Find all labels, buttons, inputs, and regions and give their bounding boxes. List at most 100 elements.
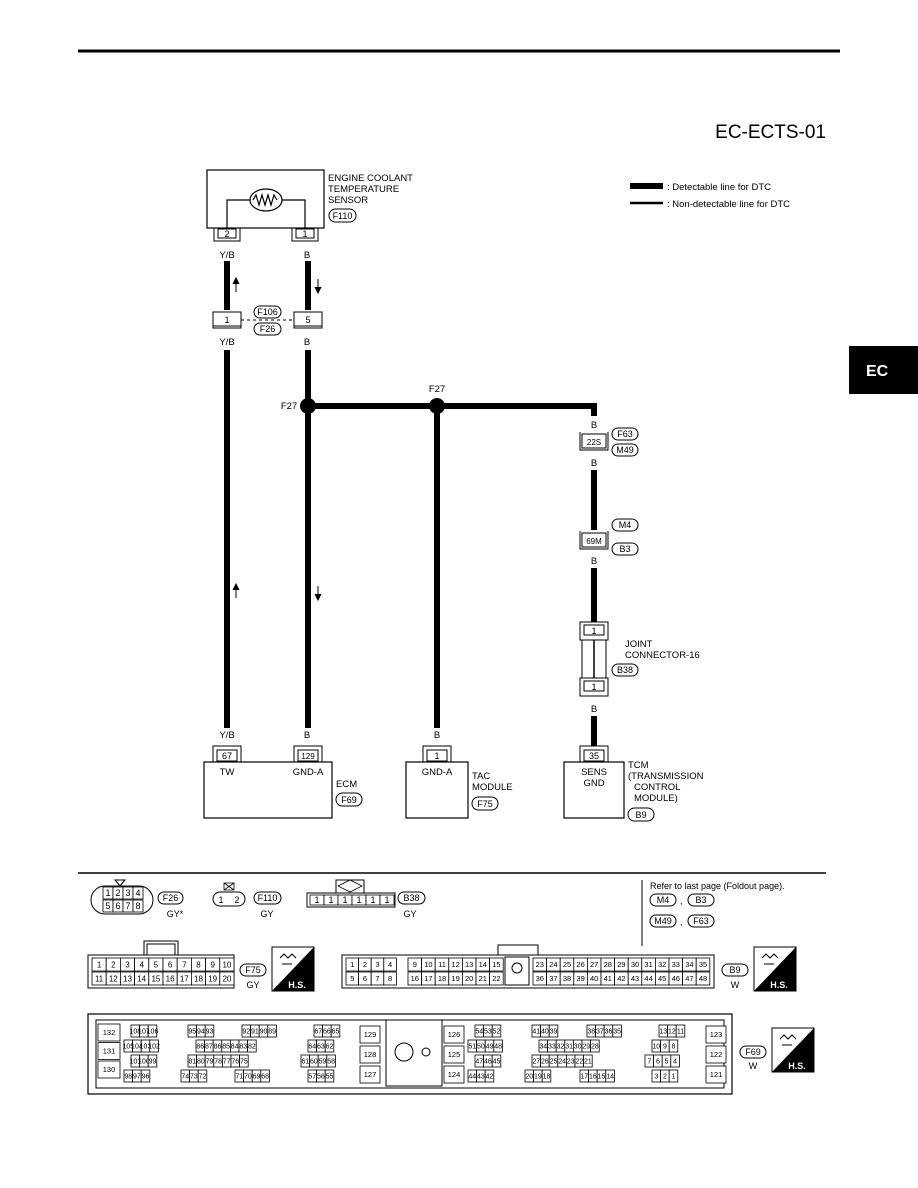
connector-pin-label: 44 xyxy=(468,1074,476,1081)
connector-pin-label: 79 xyxy=(206,1059,214,1066)
connector-pin-label: 81 xyxy=(188,1059,196,1066)
connector-tag-m49[interactable]: M49 xyxy=(611,443,639,457)
connector-pin-label: 1 xyxy=(356,895,361,905)
connector-pin-label: 40 xyxy=(541,1029,549,1036)
connector-pin-label: 7 xyxy=(182,960,187,969)
connector-pin-label: 25 xyxy=(550,1059,558,1066)
tac-module-box: 1 GND-A TAC MODULE xyxy=(405,745,513,819)
connector-pin-label: 1 xyxy=(314,895,319,905)
connector-tag-b38[interactable]: B38 xyxy=(611,663,639,677)
connector-pin xyxy=(204,1024,215,1038)
svg-text:SENS: SENS xyxy=(581,767,607,778)
connector-pin-label: 122 xyxy=(710,1050,723,1059)
ecm-connector-tag[interactable]: F69 xyxy=(335,792,363,807)
connector-pin-label: 130 xyxy=(103,1065,116,1074)
connector-pin-label: 107 xyxy=(138,1029,150,1036)
connector-pin xyxy=(383,971,397,986)
connector-pin-label: 80 xyxy=(197,1059,205,1066)
connector-pin xyxy=(359,1065,381,1084)
coolant-temp-sensor: ENGINE COOLANT TEMPERATURE SENSOR xyxy=(206,169,413,229)
tcm-connector-tag[interactable]: B9 xyxy=(627,807,655,822)
connector-pin xyxy=(612,1024,622,1038)
sensor-pin-1: 1 xyxy=(291,228,319,242)
connector-pin xyxy=(670,1054,680,1068)
connector-tag-b3[interactable]: B3 xyxy=(611,542,639,556)
f26-connector-tag[interactable]: F26 xyxy=(157,891,184,905)
connector-pin-label: 11 xyxy=(677,1029,684,1036)
connector-pin-label: 129 xyxy=(364,1030,377,1039)
connector-pin-label: 105 xyxy=(122,1044,134,1051)
wire-color-tac: B xyxy=(434,730,440,741)
connector-pin-label: 30 xyxy=(631,960,639,969)
b38-connector-tag[interactable]: B38 xyxy=(397,891,426,905)
f69-connector-tag[interactable]: F69 xyxy=(739,1045,767,1059)
connector-pin-label: 67 xyxy=(314,1029,322,1036)
connector-pin-label: 23 xyxy=(567,1059,575,1066)
connector-pin-label: 19 xyxy=(534,1074,542,1081)
sensor-label-3: SENSOR xyxy=(328,195,368,206)
svg-text:1: 1 xyxy=(434,751,439,761)
connector-pin-label: 20 xyxy=(525,1074,533,1081)
connector-tag-f63[interactable]: F63 xyxy=(611,427,639,441)
connector-pin-label: 35 xyxy=(699,960,707,969)
section-tab[interactable] xyxy=(849,346,918,394)
connector-pin-label: 17 xyxy=(580,1074,588,1081)
connector-pin-label: 45 xyxy=(658,974,666,983)
foldout-tag-m4[interactable]: M4 xyxy=(649,893,677,907)
inline-connector-tag-f106[interactable]: F106 xyxy=(253,305,282,319)
connector-pin-label: 126 xyxy=(448,1030,461,1039)
connector-pin-label: 97 xyxy=(133,1074,141,1081)
connector-pin-label: 68 xyxy=(261,1074,269,1081)
connector-pin xyxy=(590,1039,600,1053)
connector-pin-label: 54 xyxy=(475,1029,483,1036)
connector-tag-m4[interactable]: M4 xyxy=(611,518,639,532)
tac-connector-tag[interactable]: F75 xyxy=(471,796,499,811)
connector-pin-label: 4 xyxy=(139,960,144,969)
connector-pin-label: 16 xyxy=(166,974,175,983)
b9-connector-tag[interactable]: B9 xyxy=(721,963,749,977)
connector-pin xyxy=(97,1023,121,1042)
wire-ground-branch xyxy=(308,403,597,416)
connector-pin-label: 47 xyxy=(475,1059,483,1066)
svg-text:TW: TW xyxy=(220,767,235,778)
inline-connector-tag-f26[interactable]: F26 xyxy=(253,322,282,336)
sensor-connector-tag[interactable]: F110 xyxy=(328,208,357,223)
svg-text:F110: F110 xyxy=(333,211,353,221)
connector-pin-label: 7 xyxy=(647,1059,651,1066)
connector-pin xyxy=(705,1065,727,1084)
svg-text:1: 1 xyxy=(302,229,307,239)
wire-color-left-2: Y/B xyxy=(219,337,234,348)
connector-pin-label: 2 xyxy=(663,1074,667,1081)
connector-pin xyxy=(605,1069,615,1083)
foldout-tag-m49[interactable]: M49 xyxy=(649,914,677,928)
svg-text:(TRANSMISSION: (TRANSMISSION xyxy=(628,771,704,782)
connector-pin xyxy=(267,1024,277,1038)
svg-text:F69: F69 xyxy=(341,795,357,805)
foldout-tag-b3[interactable]: B3 xyxy=(687,893,715,907)
connector-pin-label: 71 xyxy=(235,1074,243,1081)
b9-color: W xyxy=(731,980,740,990)
svg-text:M49: M49 xyxy=(616,445,634,455)
svg-text:5: 5 xyxy=(305,315,310,325)
connector-pin-label: 35 xyxy=(613,1029,621,1036)
connector-pin-label: 1 xyxy=(350,960,354,969)
connector-pin-label: 16 xyxy=(411,974,419,983)
foldout-tag-f63[interactable]: F63 xyxy=(687,914,715,928)
connector-pin-label: 76 xyxy=(231,1059,239,1066)
f110-connector-tag[interactable]: F110 xyxy=(253,891,282,905)
connector-pin-label: 8 xyxy=(135,901,140,911)
wire-color-tcm-1: B xyxy=(591,420,597,431)
f75-connector-tag[interactable]: F75 xyxy=(239,963,267,977)
wire-color-tcm-4: B xyxy=(591,704,597,715)
splice-label-mid: F27 xyxy=(429,384,445,395)
connector-pin-label: 30 xyxy=(574,1044,582,1051)
connector-pin-label: 104 xyxy=(131,1044,143,1051)
connector-pin-label: 66 xyxy=(323,1029,331,1036)
connector-pin-label: 41 xyxy=(532,1029,540,1036)
connector-pin-label: 93 xyxy=(206,1029,214,1036)
connector-pin-label: 91 xyxy=(251,1029,259,1036)
svg-text:F110: F110 xyxy=(258,893,278,903)
connector-pin-label: 3 xyxy=(375,960,379,969)
connector-pin-label: 4 xyxy=(388,960,392,969)
